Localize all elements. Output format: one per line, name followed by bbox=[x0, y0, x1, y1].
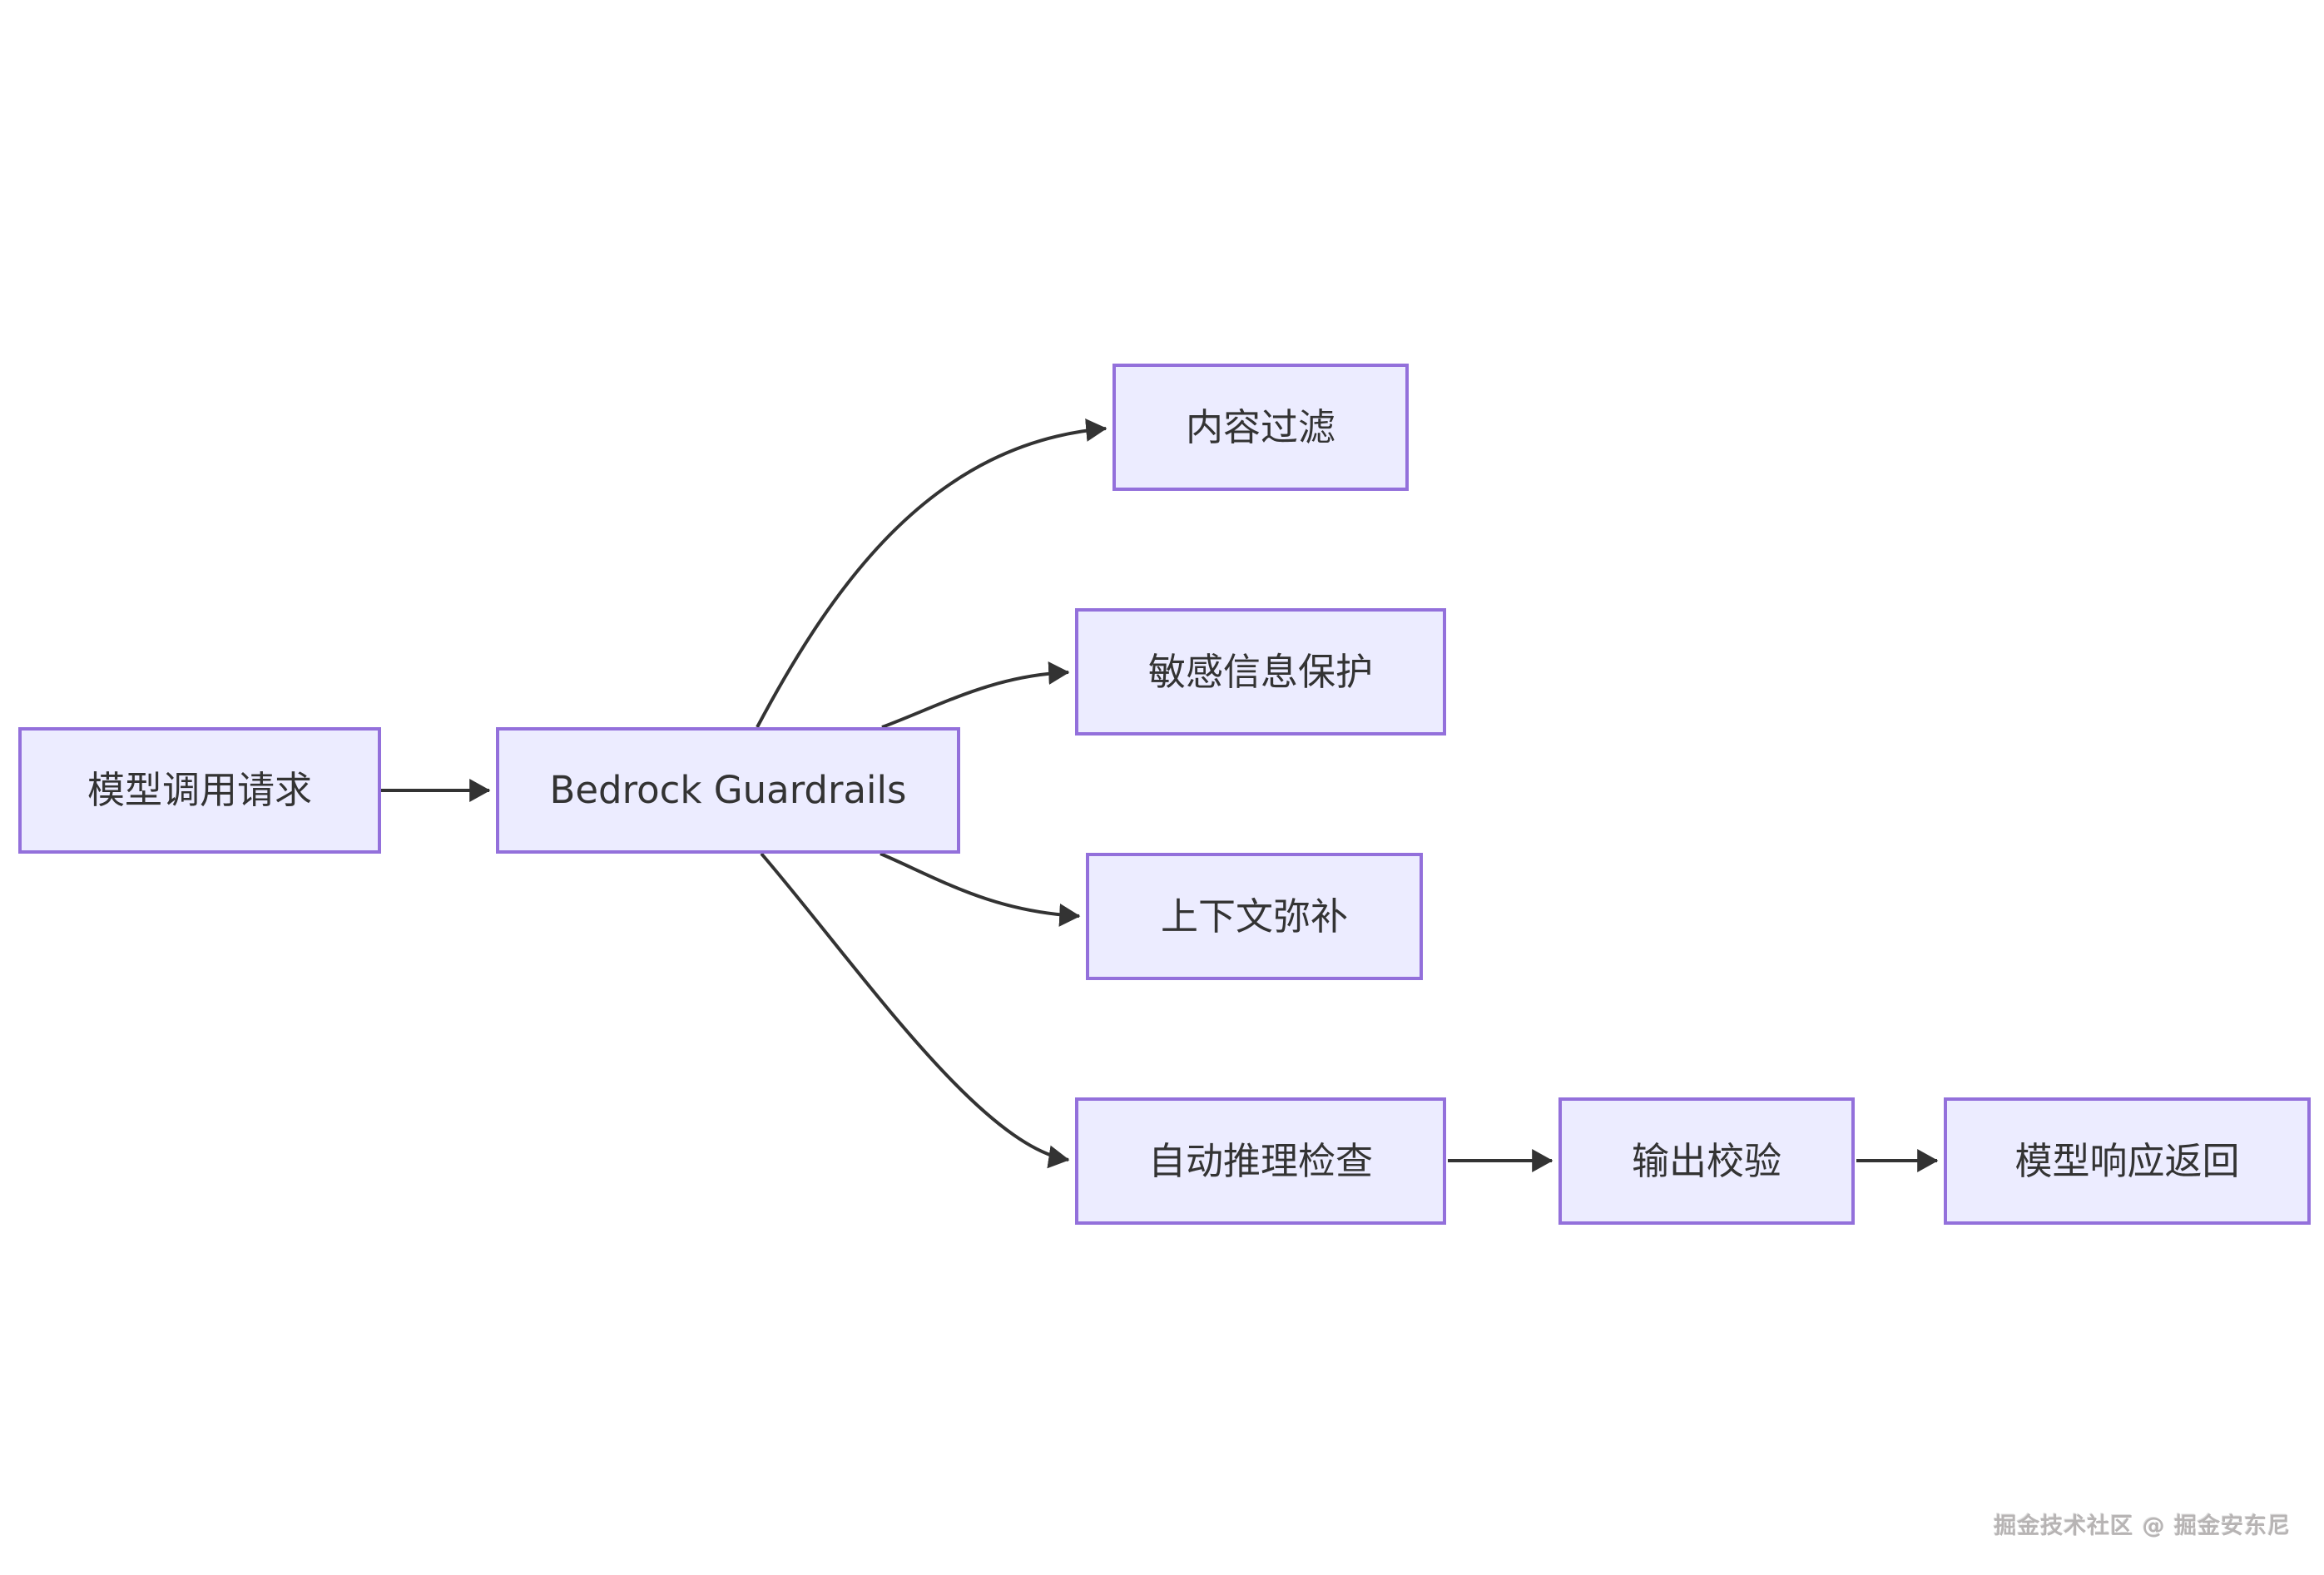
edge-guardrails-to-sensitive-info bbox=[881, 661, 1070, 729]
node-context-grounding: 上下文弥补 bbox=[1086, 853, 1423, 980]
edge-guardrails-to-automated-reasoning bbox=[760, 852, 1070, 1169]
node-label: 模型响应返回 bbox=[2014, 1138, 2240, 1183]
node-automated-reasoning-check: 自动推理检查 bbox=[1075, 1097, 1446, 1225]
watermark: 掘金技术社区 @ 掘金安东尼 bbox=[1994, 1513, 2291, 1539]
node-model-call-request: 模型调用请求 bbox=[18, 727, 381, 854]
edge-guardrails-to-content-filter bbox=[756, 419, 1107, 728]
node-label: 输出校验 bbox=[1631, 1138, 1781, 1183]
node-label: 自动推理检查 bbox=[1147, 1138, 1373, 1183]
node-bedrock-guardrails: Bedrock Guardrails bbox=[496, 727, 960, 854]
node-label: 上下文弥补 bbox=[1160, 894, 1348, 939]
node-label: Bedrock Guardrails bbox=[549, 768, 907, 812]
node-label: 敏感信息保护 bbox=[1147, 649, 1373, 694]
node-sensitive-info-protection: 敏感信息保护 bbox=[1075, 608, 1446, 735]
node-label: 模型调用请求 bbox=[87, 768, 312, 812]
node-label: 内容过滤 bbox=[1185, 404, 1335, 449]
node-output-validation: 输出校验 bbox=[1558, 1097, 1855, 1225]
edge-guardrails-to-context-grounding bbox=[880, 852, 1081, 927]
node-model-response-return: 模型响应返回 bbox=[1944, 1097, 2311, 1225]
node-content-filter: 内容过滤 bbox=[1112, 364, 1409, 491]
